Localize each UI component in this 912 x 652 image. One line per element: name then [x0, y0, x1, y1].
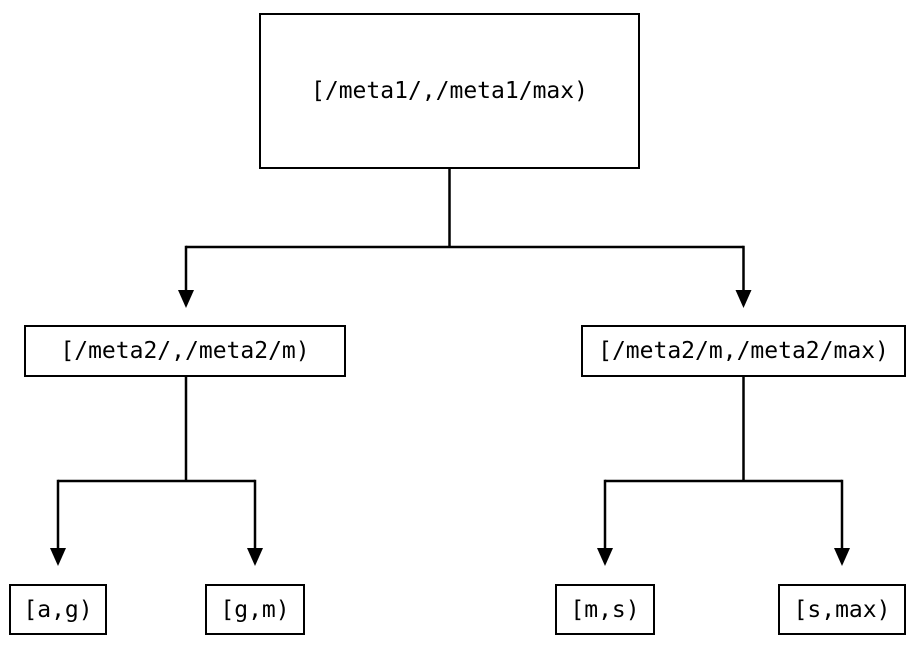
node-root: [/meta1/,/meta1/max)	[259, 13, 640, 169]
node-meta2-low: [/meta2/,/meta2/m)	[24, 325, 346, 377]
node-meta2-high-label: [/meta2/m,/meta2/max)	[598, 338, 889, 364]
node-leaf-ag-label: [a,g)	[23, 596, 93, 623]
arrowhead-to-leaf-ms	[597, 548, 613, 566]
arrowhead-to-left	[178, 290, 194, 308]
arrowhead-to-leaf-smax	[834, 548, 850, 566]
node-leaf-gm: [g,m)	[205, 584, 305, 635]
node-root-label: [/meta1/,/meta1/max)	[311, 78, 588, 104]
arrowhead-to-right	[735, 290, 752, 308]
node-meta2-low-label: [/meta2/,/meta2/m)	[60, 338, 310, 364]
arrowhead-to-leaf-gm	[247, 548, 263, 566]
node-leaf-gm-label: [g,m)	[220, 596, 290, 623]
node-leaf-ag: [a,g)	[9, 584, 107, 635]
node-leaf-smax: [s,max)	[778, 584, 906, 635]
node-meta2-high: [/meta2/m,/meta2/max)	[581, 325, 906, 377]
arrowhead-to-leaf-ag	[50, 548, 66, 566]
node-leaf-smax-label: [s,max)	[793, 596, 891, 623]
node-leaf-ms-label: [m,s)	[570, 596, 640, 623]
node-leaf-ms: [m,s)	[555, 584, 655, 635]
